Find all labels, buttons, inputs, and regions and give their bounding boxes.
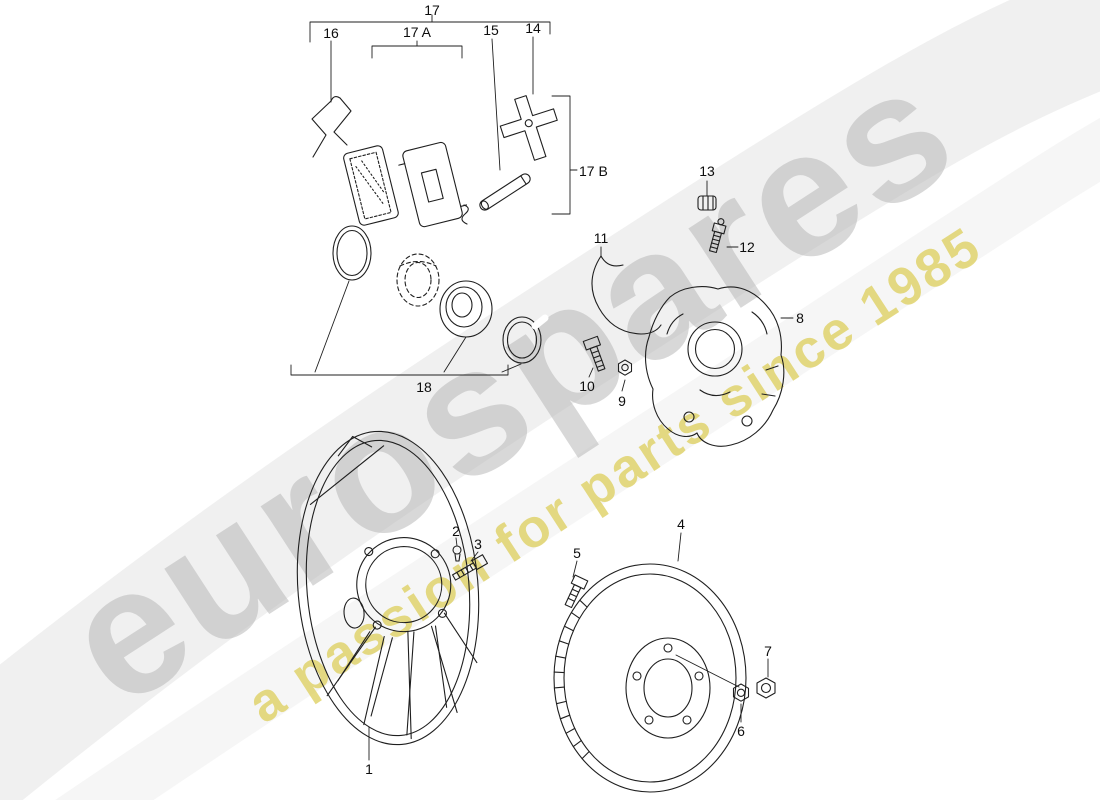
anti-rattle-clip bbox=[311, 96, 352, 158]
brake-disc bbox=[553, 563, 747, 793]
part-label-12: 12 bbox=[739, 239, 755, 255]
part-label-18: 18 bbox=[416, 379, 432, 395]
callout-lines bbox=[290, 14, 794, 761]
caliper-piston bbox=[396, 253, 440, 307]
cross-spring bbox=[499, 95, 558, 161]
part-label-13: 13 bbox=[699, 163, 715, 179]
snap-ring bbox=[502, 314, 549, 364]
part-label-3: 3 bbox=[474, 536, 482, 552]
part-label-16: 16 bbox=[323, 25, 339, 41]
dust-boot bbox=[439, 280, 493, 338]
piston-seal-oring bbox=[332, 225, 372, 281]
hex-nut bbox=[732, 683, 750, 702]
part-label-4: 4 bbox=[677, 516, 685, 532]
part-label-17a: 17 A bbox=[402, 24, 432, 40]
brake-pads bbox=[343, 141, 468, 228]
shield-screw bbox=[452, 545, 462, 562]
part-label-6: 6 bbox=[737, 723, 745, 739]
part-label-10: 10 bbox=[579, 378, 595, 394]
part-label-2: 2 bbox=[452, 523, 460, 539]
shield-bolt bbox=[452, 554, 489, 581]
part-label-11: 11 bbox=[593, 230, 609, 246]
bleeder-cap bbox=[697, 195, 717, 211]
caliper-nut bbox=[617, 359, 633, 376]
lock-nut bbox=[756, 677, 776, 699]
splash-shield bbox=[296, 430, 480, 746]
part-label-7: 7 bbox=[764, 643, 772, 659]
disc-bolt bbox=[564, 574, 589, 609]
retaining-spring-wire bbox=[591, 255, 662, 335]
part-label-17b: 17 B bbox=[579, 163, 608, 179]
part-label-1: 1 bbox=[365, 761, 373, 777]
caliper-bolt bbox=[582, 335, 606, 372]
bleeder-valve bbox=[708, 218, 727, 254]
part-label-15: 15 bbox=[483, 22, 499, 38]
pad-retaining-pin bbox=[461, 173, 531, 225]
part-label-8: 8 bbox=[796, 310, 804, 326]
part-label-17: 17 bbox=[424, 2, 440, 18]
part-label-9: 9 bbox=[618, 393, 626, 409]
brake-caliper bbox=[644, 286, 785, 447]
part-label-5: 5 bbox=[573, 545, 581, 561]
part-label-14: 14 bbox=[525, 20, 541, 36]
